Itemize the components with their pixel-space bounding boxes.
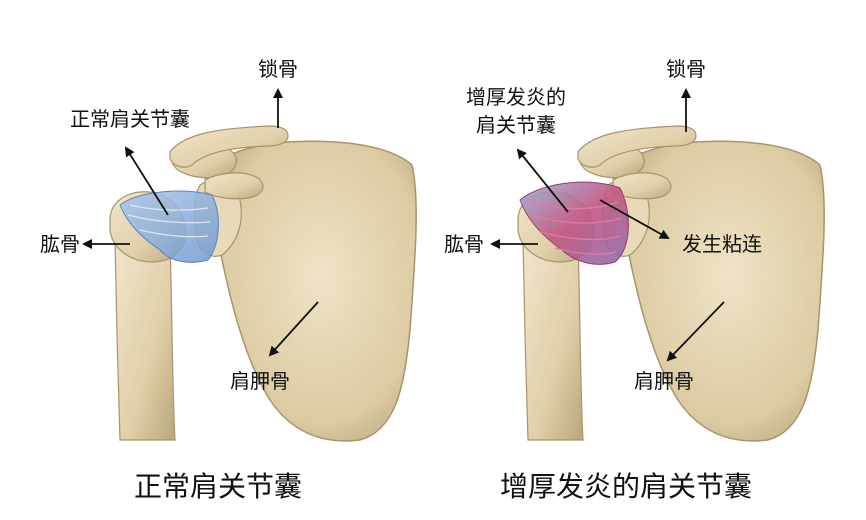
label-adhesion-right: 发生粘连 bbox=[682, 232, 762, 256]
label-humerus-right: 肱骨 bbox=[444, 232, 484, 256]
label-capsule-left: 正常肩关节囊 bbox=[70, 107, 190, 131]
capsule-arrow-right bbox=[516, 148, 569, 213]
label-scapula-left: 肩胛骨 bbox=[230, 369, 290, 393]
label-clavicle-left: 锁骨 bbox=[258, 57, 298, 81]
capsule-arrow-left bbox=[124, 146, 169, 216]
adhesion-arrow-right bbox=[599, 199, 670, 239]
label-capsule-right-line2: 肩关节囊 bbox=[476, 113, 556, 137]
label-humerus-left: 肱骨 bbox=[40, 232, 80, 256]
label-scapula-right: 肩胛骨 bbox=[634, 369, 694, 393]
caption-left: 正常肩关节囊 bbox=[134, 470, 302, 503]
label-clavicle-right: 锁骨 bbox=[666, 57, 706, 81]
right-shoulder-illustration bbox=[517, 125, 825, 442]
scapula-arrow-right bbox=[666, 301, 725, 362]
scapula-arrow-left bbox=[268, 301, 319, 357]
caption-right: 增厚发炎的肩关节囊 bbox=[500, 470, 752, 503]
label-capsule-right-line1: 增厚发炎的 bbox=[466, 85, 566, 109]
left-shoulder-illustration bbox=[109, 125, 417, 442]
